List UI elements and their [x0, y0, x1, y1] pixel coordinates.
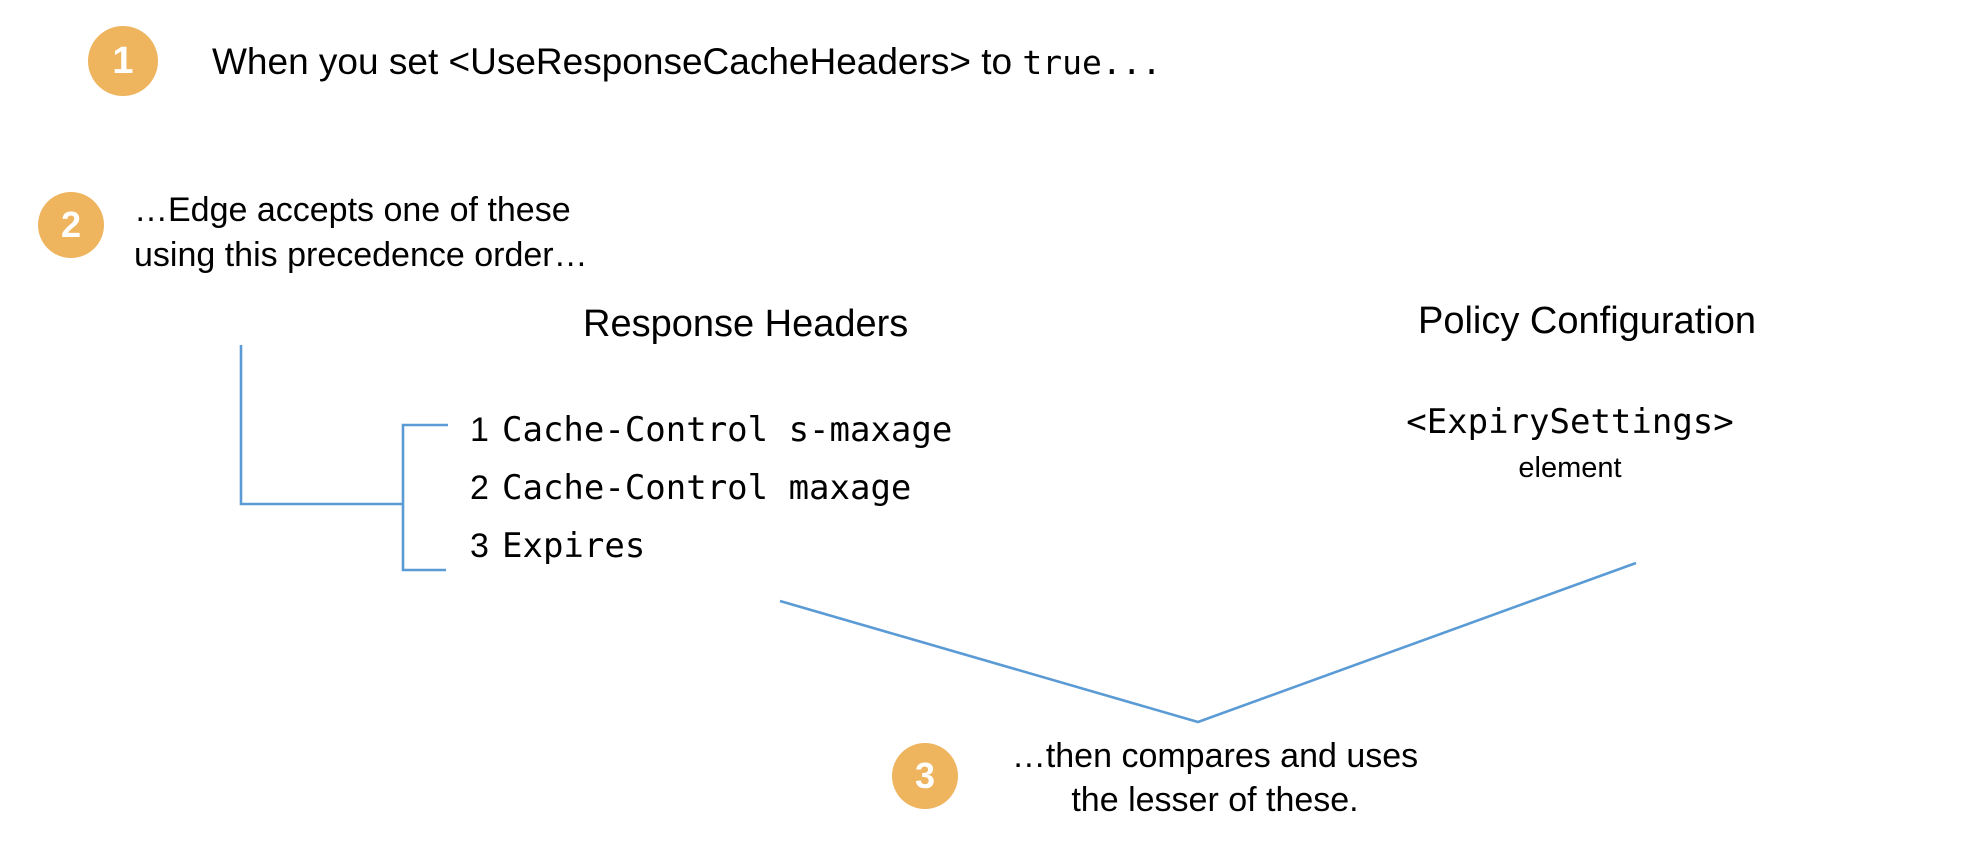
list-item: 1 Cache-Control s-maxage	[470, 410, 1110, 468]
list-item-code: Cache-Control s-maxage	[502, 410, 953, 450]
step-badge-1: 1	[88, 26, 158, 96]
step-badge-3-label: 3	[914, 755, 936, 796]
header-list-bracket	[401, 423, 448, 572]
list-item-number: 1	[470, 411, 489, 449]
step-3-text: …then compares and uses the lesser of th…	[980, 735, 1450, 822]
comparison-v-connector	[779, 561, 1637, 724]
policy-configuration-block: <ExpirySettings> element	[1370, 402, 1770, 485]
list-item-number: 2	[470, 469, 489, 507]
step2-elbow-connector	[239, 345, 402, 506]
step-badge-2-label: 2	[60, 204, 82, 245]
expiry-settings-element-label: element	[1518, 452, 1622, 484]
step-1-text: When you set <UseResponseCacheHeaders> t…	[212, 40, 1161, 84]
response-headers-list: 1 Cache-Control s-maxage 2 Cache-Control…	[470, 410, 1110, 584]
step-3-text-line2: the lesser of these.	[1071, 780, 1359, 819]
step-badge-1-label: 1	[112, 40, 134, 82]
list-item: 2 Cache-Control maxage	[470, 468, 1110, 526]
step-3-text-line1: …then compares and uses	[1011, 737, 1419, 775]
step-1-text-code: true...	[1022, 43, 1162, 82]
step-badge-2: 2	[38, 192, 104, 258]
expiry-settings-element-code: <ExpirySettings>	[1406, 402, 1734, 442]
list-item: 3 Expires	[470, 526, 1110, 584]
response-headers-heading: Response Headers	[583, 303, 909, 345]
step-2-text: …Edge accepts one of these using this pr…	[134, 191, 588, 275]
step-badge-3: 3	[892, 743, 958, 809]
list-item-code: Expires	[502, 526, 646, 566]
list-item-number: 3	[470, 527, 489, 565]
policy-configuration-heading: Policy Configuration	[1418, 300, 1756, 342]
step-1-text-prefix: When you set <UseResponseCacheHeaders> t…	[212, 41, 1023, 82]
list-item-code: Cache-Control maxage	[502, 468, 912, 508]
